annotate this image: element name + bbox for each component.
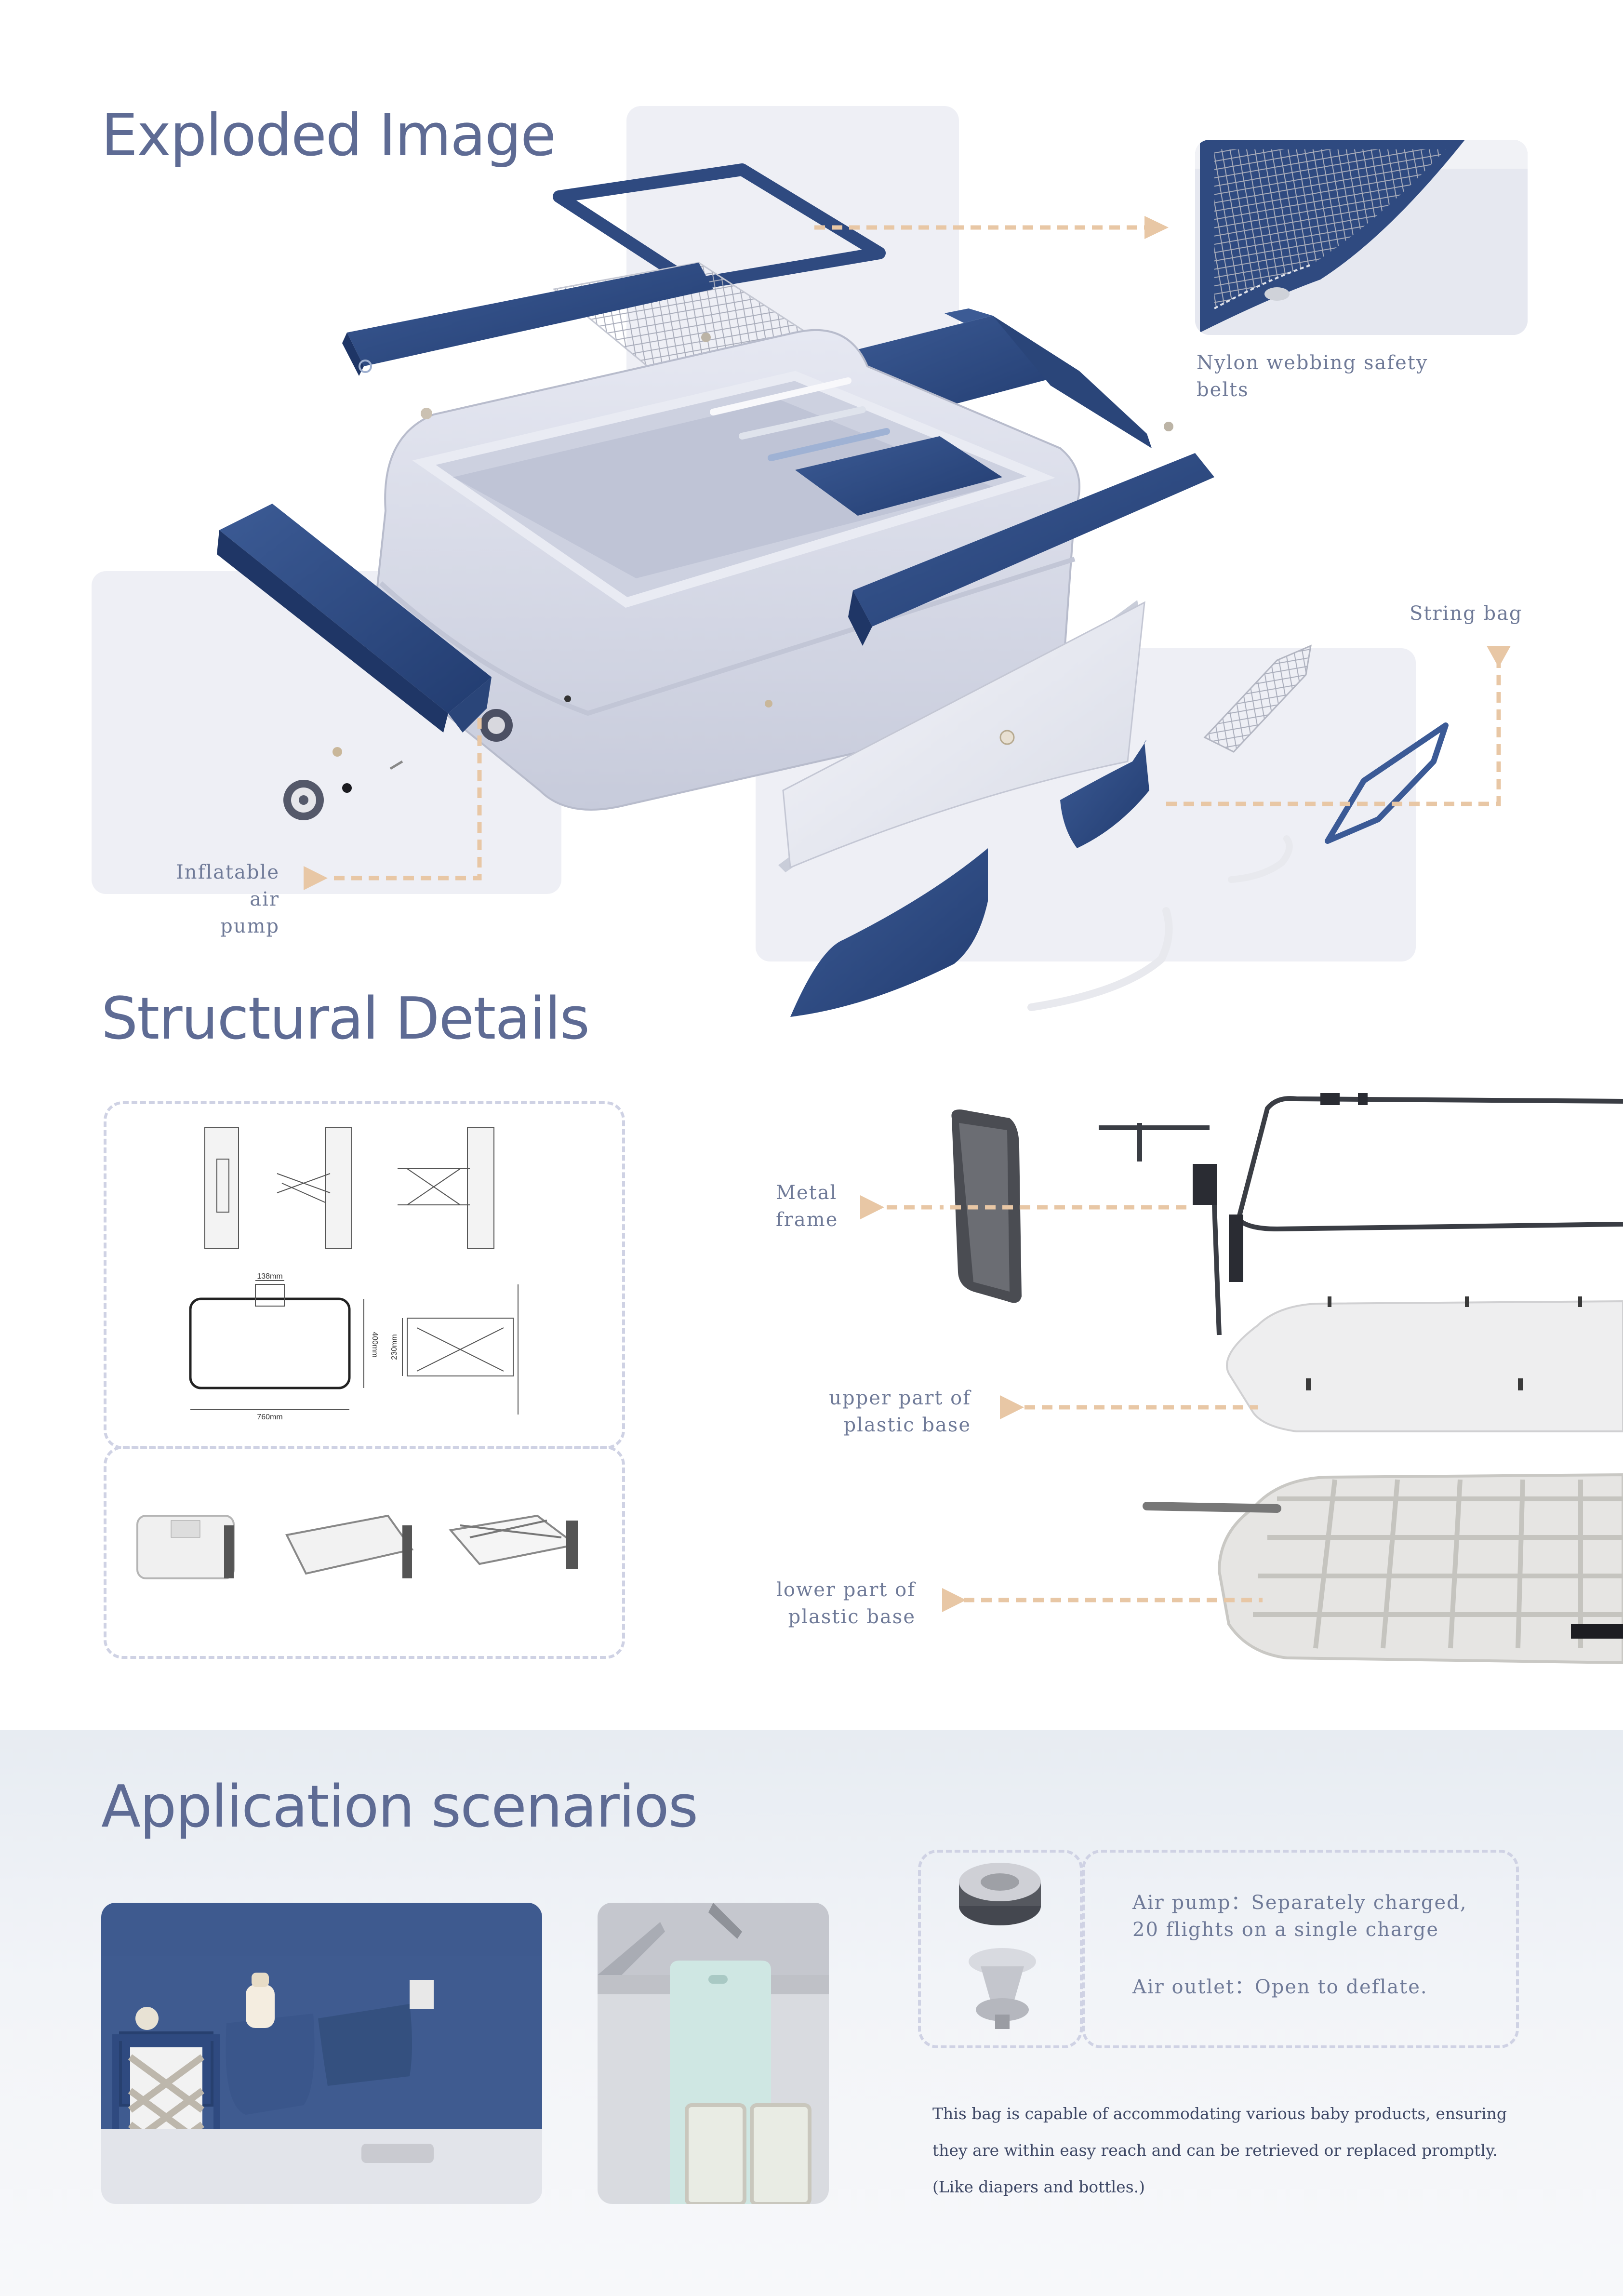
leader-arrow bbox=[860, 1195, 884, 1219]
diaper-scenario-svg bbox=[598, 1903, 829, 2204]
left-rail-part bbox=[217, 504, 492, 733]
small-pocket-part bbox=[1060, 740, 1149, 848]
top-frame-part bbox=[553, 163, 886, 291]
folding-sequence bbox=[136, 1514, 578, 1579]
left-top-rail-part bbox=[342, 263, 713, 376]
label-lower-plastic-base: lower part of plastic base bbox=[776, 1579, 916, 1628]
webbing-detail-image bbox=[1195, 140, 1528, 335]
dim-handle: 138mm bbox=[257, 1272, 282, 1281]
section-title-application: Application scenarios bbox=[101, 1774, 698, 1841]
rod-part bbox=[768, 428, 890, 461]
leader-arrow bbox=[1487, 646, 1511, 667]
side-sheet-part bbox=[782, 601, 1145, 869]
dim-width: 760mm bbox=[257, 1413, 282, 1421]
diaper-scenario-photo bbox=[598, 1903, 829, 2204]
upper-plastic-base-part bbox=[1226, 1300, 1623, 1432]
metal-frame-part bbox=[1099, 1096, 1623, 1335]
label-nylon-webbing: Nylon webbing safety belts bbox=[1197, 352, 1428, 401]
pocket-scenario-svg bbox=[101, 1903, 542, 2204]
leader-arrow bbox=[1144, 216, 1169, 239]
large-pocket-part bbox=[790, 848, 988, 1017]
base-exploded-illustration bbox=[940, 1093, 1623, 1665]
leader-arrow bbox=[1000, 1395, 1024, 1419]
string-bag-part bbox=[1325, 722, 1449, 844]
rod-part bbox=[710, 377, 851, 415]
label-inflatable-air-pump: Inflatable air pump bbox=[176, 861, 279, 937]
lower-plastic-base-part bbox=[1217, 1473, 1623, 1665]
mesh-pad-part bbox=[1203, 644, 1312, 753]
handle-part bbox=[1228, 835, 1293, 883]
inner-pad-part bbox=[795, 436, 1002, 516]
right-rail-part bbox=[848, 453, 1214, 646]
technical-drawings: 760mm 138mm 400mm 230mm bbox=[136, 1127, 578, 1579]
air-pump-icon bbox=[959, 1863, 1041, 1925]
leader-arrow bbox=[304, 866, 328, 890]
label-upper-plastic-base: upper part of plastic base bbox=[829, 1387, 971, 1436]
feature-air-outlet: Air outlet：Open to deflate. bbox=[1132, 1976, 1428, 1998]
section-title-exploded: Exploded Image bbox=[101, 102, 556, 169]
metal-frame-arrow-svg bbox=[860, 1195, 935, 1219]
webbing-detail-svg bbox=[1195, 140, 1528, 335]
structural-photos-box bbox=[104, 1446, 625, 1659]
features-box-left bbox=[918, 1850, 1083, 2048]
features-box-right bbox=[1082, 1850, 1519, 2048]
handle-part bbox=[1027, 907, 1173, 1011]
application-description: This bag is capable of accommodating var… bbox=[932, 2104, 1507, 2196]
air-outlet-icon bbox=[969, 1948, 1036, 2029]
leader-lines bbox=[333, 225, 1501, 881]
feature-air-pump: Air pump：Separately charged, 20 flights … bbox=[1132, 1892, 1467, 1941]
exploded-view-illustration bbox=[217, 163, 1511, 1017]
dim-height: 230mm bbox=[390, 1334, 399, 1360]
leader-arrow bbox=[942, 1588, 966, 1612]
dim-depth: 400mm bbox=[371, 1332, 379, 1357]
structural-leaders bbox=[940, 1205, 1263, 1602]
label-string-bag: String bag bbox=[1410, 602, 1523, 625]
rod-part bbox=[739, 406, 866, 440]
section-title-structural: Structural Details bbox=[101, 986, 590, 1053]
label-metal-frame: Metal frame bbox=[776, 1182, 838, 1231]
pocket-scenario-photo bbox=[101, 1903, 542, 2204]
pump-parts bbox=[283, 695, 571, 820]
